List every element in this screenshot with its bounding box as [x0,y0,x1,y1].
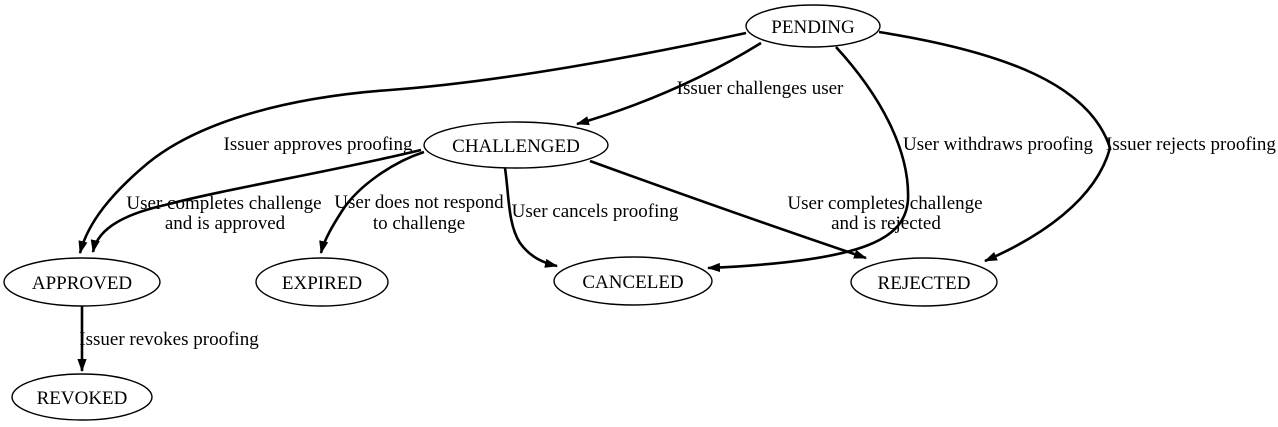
state-node-approved: APPROVED [3,257,161,307]
state-node-expired: EXPIRED [255,257,389,307]
state-label-pending: PENDING [771,17,855,38]
edge-challenged-approved [90,148,422,253]
state-ellipse-expired [255,257,389,307]
state-node-rejected: REJECTED [850,257,998,307]
edge-pending-challenged [576,41,762,126]
transition-label-issuer-rejects-proofing: Issuer rejects proofing [1106,134,1276,155]
transition-labels: Issuer challenges user Issuer approves p… [79,78,1276,350]
state-node-canceled: CANCELED [553,256,713,306]
transition-label-completes-challenge-approved-line2: and is approved [165,213,286,234]
state-node-revoked: REVOKED [11,373,153,421]
transition-label-user-withdraws-proofing: User withdraws proofing [903,134,1093,155]
state-ellipse-canceled [553,256,713,306]
transition-label-does-not-respond-line1: User does not respond [334,192,504,213]
edge-pending-canceled [707,46,910,273]
state-ellipse-revoked [11,373,153,421]
state-label-revoked: REVOKED [37,388,128,409]
edge-challenged-canceled [503,167,558,268]
state-ellipse-rejected [850,257,998,307]
edge-challenged-expired [319,150,425,254]
transition-label-completes-challenge-rejected-line2: and is rejected [831,213,941,234]
transition-label-completes-challenge-approved-line1: User completes challenge [126,193,321,214]
state-label-challenged: CHALLENGED [452,136,580,157]
transition-edges [77,30,1112,372]
transition-label-issuer-revokes-proofing: Issuer revokes proofing [79,329,259,350]
state-ellipse-challenged [423,121,609,169]
transition-label-issuer-approves-proofing: Issuer approves proofing [224,134,413,155]
state-label-canceled: CANCELED [582,272,683,293]
transition-label-issuer-challenges-user: Issuer challenges user [677,78,844,99]
transition-label-does-not-respond-line2: to challenge [373,213,465,234]
edge-pending-rejected [878,30,1112,263]
edge-challenged-rejected [589,159,867,260]
state-node-pending: PENDING [745,4,881,48]
transition-label-completes-challenge-rejected-line1: User completes challenge [787,193,982,214]
edge-pending-approved [78,31,747,254]
state-ellipse-approved [3,257,161,307]
state-label-approved: APPROVED [32,273,132,294]
state-nodes: PENDING CHALLENGED APPROVED EXPIRED CANC… [3,4,998,421]
state-label-expired: EXPIRED [282,273,362,294]
state-ellipse-pending [745,4,881,48]
state-label-rejected: REJECTED [878,273,971,294]
transition-label-user-cancels-proofing: User cancels proofing [512,201,679,222]
state-node-challenged: CHALLENGED [423,121,609,169]
